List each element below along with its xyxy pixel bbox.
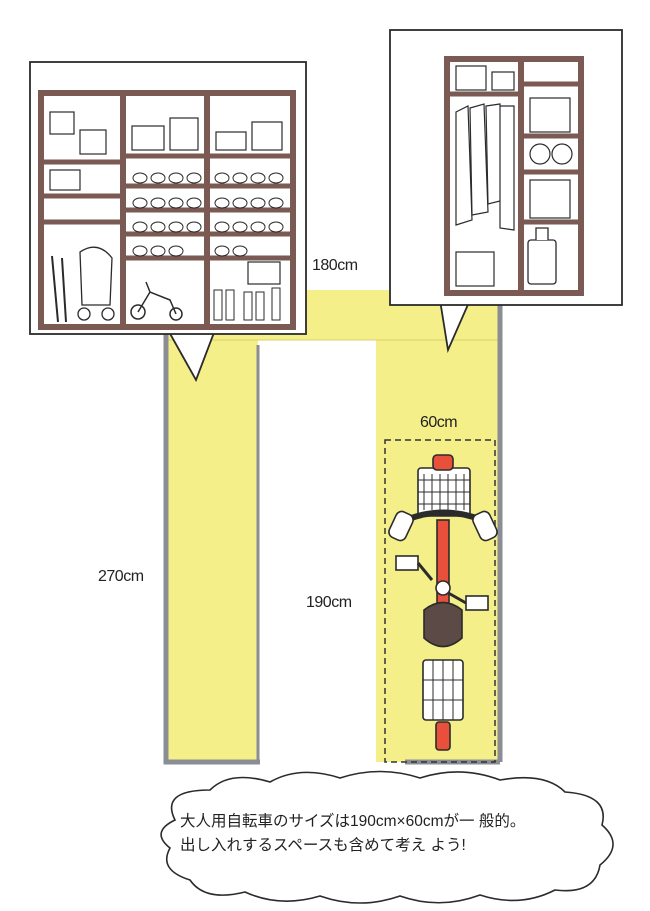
bike-zone <box>384 439 496 763</box>
caption-cloud <box>160 770 614 904</box>
closet-bubble <box>389 29 623 354</box>
tricycle-icon <box>130 281 183 321</box>
shoes-icon <box>132 172 284 321</box>
wall-left <box>163 290 260 765</box>
caption-text: 大人用自転車のサイズは190cm×60cmが一 般的。 出し入れするスペースも含… <box>180 810 620 858</box>
width-dimension-label: 180cm <box>312 257 358 274</box>
bike-length-label: 190cm <box>306 594 352 611</box>
clothes-icon <box>455 103 515 231</box>
depth-dimension-label: 270cm <box>98 568 144 585</box>
bicycle-icon <box>388 454 498 751</box>
shoe-storage-bubble <box>29 61 307 383</box>
box-icon <box>49 111 281 285</box>
stroller-icon <box>77 246 115 321</box>
bike-width-label: 60cm <box>420 414 458 431</box>
caption-line-2: 出し入れするスペースも含めて考え よう! <box>180 837 466 854</box>
suitcase-icon <box>527 227 557 285</box>
box-icon <box>455 65 573 287</box>
basket-icon <box>215 121 283 151</box>
umbrella-icon <box>51 255 67 323</box>
floor-area <box>166 290 500 762</box>
caption-line-1: 大人用自転車のサイズは190cm×60cmが一 般的。 <box>180 813 526 830</box>
